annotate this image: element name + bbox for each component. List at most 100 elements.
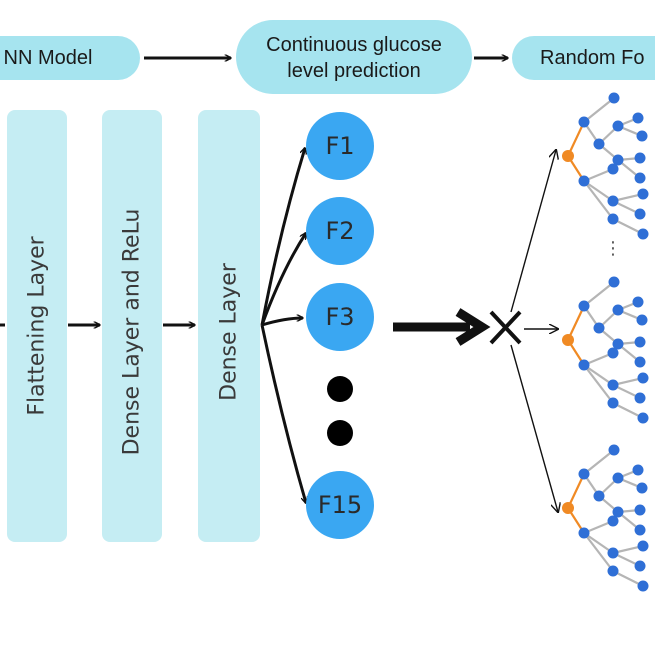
- nn-model-label: NN Model: [4, 47, 93, 69]
- tree-2-edge: [567, 305, 585, 341]
- top-flow: NN Model Continuous glucose level predic…: [0, 20, 655, 94]
- arrow-to-f2: [260, 233, 308, 326]
- tree-2-node: [637, 372, 649, 384]
- feature-f3-label: F3: [325, 303, 354, 331]
- random-forest-label: Random Fo: [540, 47, 645, 69]
- tree-3-edge: [612, 570, 644, 587]
- tree-3-node: [578, 527, 590, 539]
- tree-3-node: [634, 560, 646, 572]
- dense-relu-layer-box: [102, 110, 162, 542]
- tree-3-node: [636, 482, 648, 494]
- tree-2-node: [612, 304, 624, 316]
- tree-2-node: [578, 300, 590, 312]
- tree-2-node: [607, 379, 619, 391]
- tree-1-root: [562, 150, 574, 162]
- tree-1-node: [612, 154, 624, 166]
- feature-f3-circle: [306, 283, 374, 351]
- bootstrap-split: [489, 150, 558, 512]
- tree-3-edge: [583, 532, 614, 572]
- tree-2-edge: [612, 402, 644, 419]
- tree-2-node: [593, 322, 605, 334]
- prediction-label-line1: Continuous glucose: [266, 34, 442, 56]
- tree-2-root: [562, 334, 574, 346]
- tree-1-node: [636, 130, 648, 142]
- arrow-to-f3: [261, 318, 303, 327]
- tree-1-node: [607, 163, 619, 175]
- tree-3-node: [634, 504, 646, 516]
- tree-2-edge: [583, 364, 614, 386]
- tree-1-node: [637, 228, 649, 240]
- tree-2-node: [637, 412, 649, 424]
- tree-3-edge: [567, 473, 585, 509]
- nn-model-pill: [0, 36, 140, 80]
- tree-1-edge: [567, 121, 585, 157]
- tree-2-node: [634, 336, 646, 348]
- tree-2-node: [607, 347, 619, 359]
- tree-2-node: [612, 338, 624, 350]
- feature-f1-label: F1: [325, 132, 354, 160]
- tree-1-node: [608, 92, 620, 104]
- tree-3-root: [562, 502, 574, 514]
- tree-1-node: [634, 152, 646, 164]
- random-forest-trees: [562, 92, 649, 592]
- dense-layer-label: Dense Layer: [217, 262, 242, 401]
- tree-1-node: [607, 195, 619, 207]
- tree-3-edge: [583, 532, 614, 554]
- tree-1-edge: [583, 180, 614, 220]
- tree-2-node: [634, 356, 646, 368]
- ellipsis-dot-1: [327, 376, 353, 402]
- tree-3-node: [612, 506, 624, 518]
- tree-3-node: [632, 464, 644, 476]
- tree-2-node: [634, 392, 646, 404]
- arrow-to-f1: [260, 148, 305, 326]
- tree-1-edge: [583, 180, 614, 202]
- tree-3-node: [637, 540, 649, 552]
- tree-3-node: [593, 490, 605, 502]
- flattening-layer-label: Flattening Layer: [25, 235, 50, 415]
- tree-1-node: [612, 120, 624, 132]
- tree-1-node: [634, 172, 646, 184]
- tree-3-node: [607, 515, 619, 527]
- tree-1-edge: [583, 97, 615, 123]
- tree-2-edge: [583, 364, 614, 404]
- tree-3-node: [608, 444, 620, 456]
- tree-2-node: [608, 276, 620, 288]
- tree-1-node: [593, 138, 605, 150]
- tree-1-node: [632, 112, 644, 124]
- arrow-to-f15: [260, 324, 306, 503]
- tree-gap-marker: ⋮: [604, 238, 622, 259]
- layers: Flattening Layer Dense Layer and ReLu De…: [0, 110, 260, 542]
- to-forest-arrow: [393, 308, 491, 346]
- ellipsis-dot-2: [327, 420, 353, 446]
- tree-1-node: [634, 208, 646, 220]
- feature-f2-label: F2: [325, 217, 354, 245]
- tree-2-node: [632, 296, 644, 308]
- prediction-label-line2: level prediction: [287, 60, 420, 82]
- tree-1-node: [578, 175, 590, 187]
- tree-3-node: [607, 547, 619, 559]
- tree-3-node: [578, 468, 590, 480]
- feature-arrows: [260, 148, 308, 503]
- dense-layer-box: [198, 110, 260, 542]
- tree-2-node: [636, 314, 648, 326]
- dense-relu-layer-label: Dense Layer and ReLu: [120, 209, 145, 456]
- tree-1-node: [578, 116, 590, 128]
- tree-2-node: [578, 359, 590, 371]
- tree-1-node: [607, 213, 619, 225]
- tree-1-node: [637, 188, 649, 200]
- features: F1 F2 F3 F15: [306, 112, 374, 539]
- feature-f2-circle: [306, 197, 374, 265]
- tree-3-node: [634, 524, 646, 536]
- tree-1-edge: [612, 218, 644, 235]
- feature-f1-circle: [306, 112, 374, 180]
- tree-3-node: [607, 565, 619, 577]
- arrow-to-tree-1: [510, 150, 556, 313]
- tree-2-node: [607, 397, 619, 409]
- tree-2-edge: [583, 281, 615, 307]
- tree-3-node: [612, 472, 624, 484]
- flattening-layer-box: [7, 110, 67, 542]
- random-forest-pill: [512, 36, 655, 80]
- tree-3-node: [637, 580, 649, 592]
- feature-f15-label: F15: [318, 491, 362, 519]
